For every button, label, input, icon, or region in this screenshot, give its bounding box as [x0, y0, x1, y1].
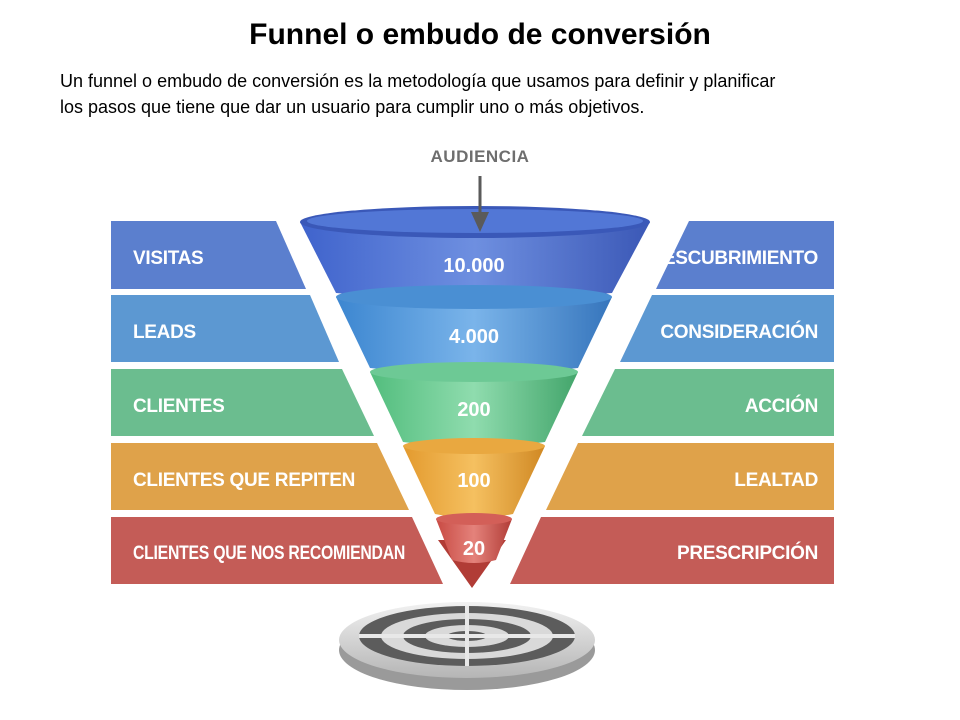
label-consideracion: CONSIDERACIÓN: [660, 321, 818, 343]
right-band-accion: [582, 369, 834, 436]
cup-visitas: [300, 206, 650, 300]
cup-clientes-que-repiten: [403, 438, 545, 518]
arrow-down-icon: [471, 176, 489, 232]
label-lealtad: LEALTAD: [734, 470, 818, 491]
right-band-consideracion: [620, 295, 834, 362]
description-line-1: Un funnel o embudo de conversión es la m…: [60, 71, 776, 91]
page-title: Funnel o embudo de conversión: [249, 18, 711, 51]
funnel-cups: [300, 206, 650, 563]
value-visitas: 10.000: [443, 255, 504, 277]
right-band-descubrimiento: [656, 221, 834, 289]
label-visitas: VISITAS: [133, 248, 203, 269]
cup-clientes-que-nos-recomiendan: [436, 513, 512, 563]
description-line-2: los pasos que tiene que dar un usuario p…: [60, 97, 645, 117]
left-band-clientes-que-repiten: [111, 443, 409, 510]
cup-leads: [336, 285, 612, 374]
target-icon: [339, 602, 595, 690]
label-clientes: CLIENTES: [133, 396, 225, 417]
value-leads: 4.000: [449, 326, 499, 348]
value-clientes-que-nos-recomiendan: 20: [463, 538, 485, 560]
audience-label: AUDIENCIA: [431, 147, 530, 166]
right-band-prescripcion: [510, 517, 834, 584]
page-description: Un funnel o embudo de conversión es la m…: [60, 68, 920, 120]
label-descubrimiento: DESCUBRIMIENTO: [649, 248, 818, 269]
value-clientes-que-repiten: 100: [457, 470, 490, 492]
cup-clientes: [370, 362, 578, 447]
funnel-bands: [111, 221, 834, 584]
left-band-clientes-que-nos-recomiendan: [111, 517, 443, 584]
label-accion: ACCIÓN: [745, 395, 818, 417]
right-band-lealtad: [546, 443, 834, 510]
value-clientes: 200: [457, 399, 490, 421]
left-band-visitas: [111, 221, 306, 289]
funnel-values: 10.000 4.000 200 100 20: [443, 255, 504, 560]
label-prescripcion: PRESCRIPCIÓN: [677, 542, 818, 564]
left-band-clientes: [111, 369, 374, 436]
label-leads: LEADS: [133, 322, 196, 343]
band-labels: VISITAS DESCUBRIMIENTO LEADS CONSIDERACI…: [133, 248, 818, 564]
label-clientes-que-repiten: CLIENTES QUE REPITEN: [133, 470, 355, 491]
label-clientes-que-nos-recomiendan: CLIENTES QUE NOS RECOMIENDAN: [133, 543, 405, 564]
left-band-leads: [111, 295, 339, 362]
